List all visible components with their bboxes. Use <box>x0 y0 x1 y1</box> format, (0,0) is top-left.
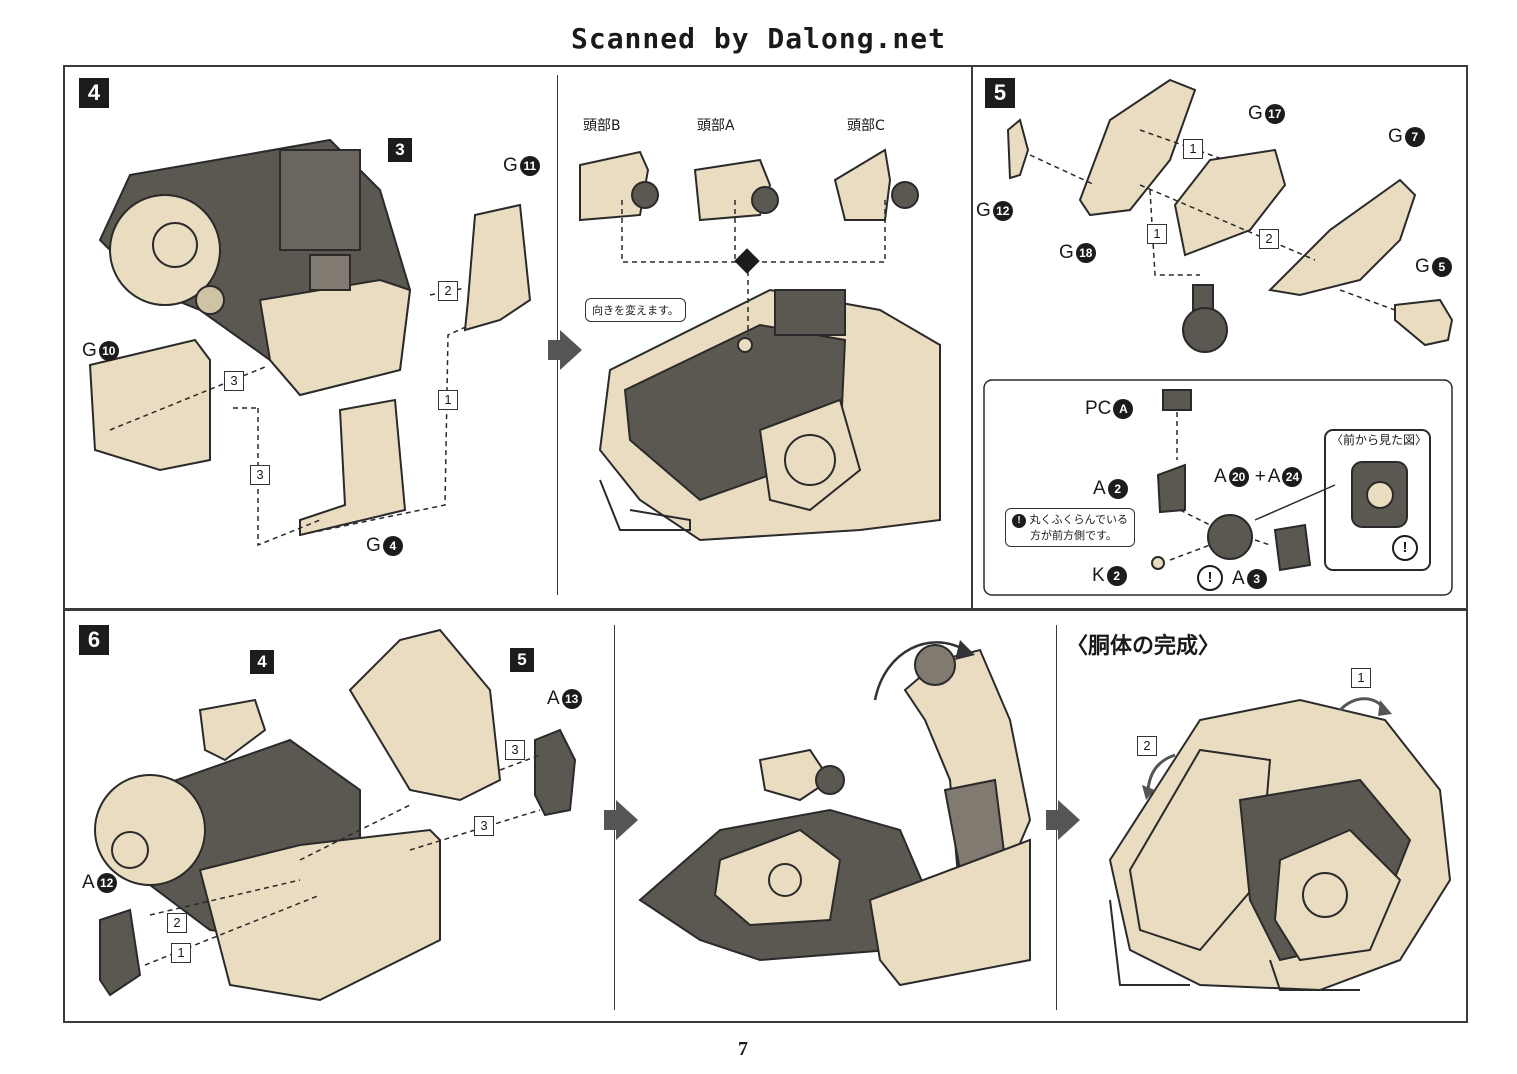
part-number: 12 <box>992 201 1013 221</box>
part-letter: G <box>1059 242 1074 263</box>
part-label-g5: G 5 <box>1415 256 1452 278</box>
orientation-note: ! 丸くふくらんでいる 方が前方側です。 <box>1005 508 1135 547</box>
part-label-a3: A 3 <box>1232 568 1267 590</box>
part-letter: A <box>1214 466 1227 487</box>
front-view-title: 〈前から見た図〉 <box>1331 433 1428 447</box>
ref-step-badge: 4 <box>250 650 274 674</box>
part-letter: G <box>976 200 991 221</box>
part-letter: G <box>1388 126 1403 147</box>
part-label-g10: G 10 <box>82 340 119 362</box>
part-number: 20 <box>1228 467 1249 487</box>
step-number: 4 <box>79 78 109 108</box>
order-marker: 1 <box>1351 668 1371 688</box>
part-number: 24 <box>1282 467 1303 487</box>
part-letter: A <box>1232 568 1245 589</box>
part-label-a13: A 13 <box>547 688 582 710</box>
ref-step-badge: 3 <box>388 138 412 162</box>
part-letter: G <box>366 535 381 556</box>
part-label-k2: K 2 <box>1092 565 1127 587</box>
part-letter: A <box>1093 478 1106 499</box>
warning-icon: ! <box>1012 514 1026 528</box>
order-marker: 2 <box>167 913 187 933</box>
note-line-2: 方が前方側です。 <box>1030 529 1117 542</box>
warning-icon: ! <box>1392 535 1418 561</box>
step4-divider <box>557 75 558 595</box>
part-number: 11 <box>519 156 540 176</box>
head-label-a: 頭部A <box>697 118 735 134</box>
part-number: 13 <box>561 689 582 709</box>
part-number: 17 <box>1264 104 1285 124</box>
part-letter: K <box>1092 565 1105 586</box>
part-letter: A <box>547 688 560 709</box>
orientation-callout: 向きを変えます。 <box>585 298 686 322</box>
part-number: 7 <box>1404 127 1425 147</box>
part-label-a12: A 12 <box>82 872 117 894</box>
ref-step-badge: 5 <box>510 648 534 672</box>
order-marker: 1 <box>1183 139 1203 159</box>
part-letter: PC <box>1085 398 1112 419</box>
part-number: 18 <box>1075 243 1096 263</box>
part-number: 12 <box>96 873 117 893</box>
page-number: 7 <box>738 1038 748 1060</box>
assembly-complete-heading: 〈胴体の完成〉 <box>1066 634 1221 659</box>
part-letter: G <box>82 340 97 361</box>
part-label-g7: G 7 <box>1388 126 1425 148</box>
flow-arrow-icon <box>548 330 582 370</box>
part-number: 4 <box>382 536 403 556</box>
part-number: 3 <box>1246 569 1267 589</box>
order-marker: 3 <box>224 371 244 391</box>
flow-arrow-icon <box>604 800 638 840</box>
order-marker: 3 <box>250 465 270 485</box>
plus-sign: + <box>1254 466 1266 487</box>
head-label-b: 頭部B <box>583 118 621 134</box>
part-letter: G <box>1248 103 1263 124</box>
order-marker: 2 <box>1137 736 1157 756</box>
part-letter: G <box>1415 256 1430 277</box>
part-number: A <box>1113 399 1134 419</box>
part-letter: G <box>503 155 518 176</box>
part-label-g17: G 17 <box>1248 103 1285 125</box>
part-number: 10 <box>98 341 119 361</box>
order-marker: 1 <box>438 390 458 410</box>
part-label-g12: G 12 <box>976 200 1013 222</box>
scan-credit: Scanned by Dalong.net <box>570 22 946 55</box>
part-letter: A <box>82 872 95 893</box>
part-label-a2: A 2 <box>1093 478 1128 500</box>
step-number: 6 <box>79 625 109 655</box>
part-label-a20-a24: A 20 + A 24 <box>1214 466 1303 488</box>
order-marker: 3 <box>505 740 525 760</box>
warning-icon: ! <box>1197 565 1223 591</box>
part-label-g4: G 4 <box>366 535 403 557</box>
head-label-c: 頭部C <box>847 118 885 134</box>
order-marker: 1 <box>171 943 191 963</box>
note-line-1: 丸くふくらんでいる <box>1029 513 1128 526</box>
part-number: 2 <box>1106 566 1127 586</box>
part-letter: A <box>1267 466 1281 487</box>
part-label-pca: PC A <box>1085 398 1134 420</box>
order-marker: 2 <box>1259 229 1279 249</box>
order-marker: 3 <box>474 816 494 836</box>
step-number: 5 <box>985 78 1015 108</box>
flow-arrow-icon <box>1046 800 1080 840</box>
part-number: 5 <box>1431 257 1452 277</box>
part-label-g11: G 11 <box>503 155 540 177</box>
order-marker: 2 <box>438 281 458 301</box>
part-label-g18: G 18 <box>1059 242 1096 264</box>
part-number: 2 <box>1107 479 1128 499</box>
order-marker: 1 <box>1147 224 1167 244</box>
